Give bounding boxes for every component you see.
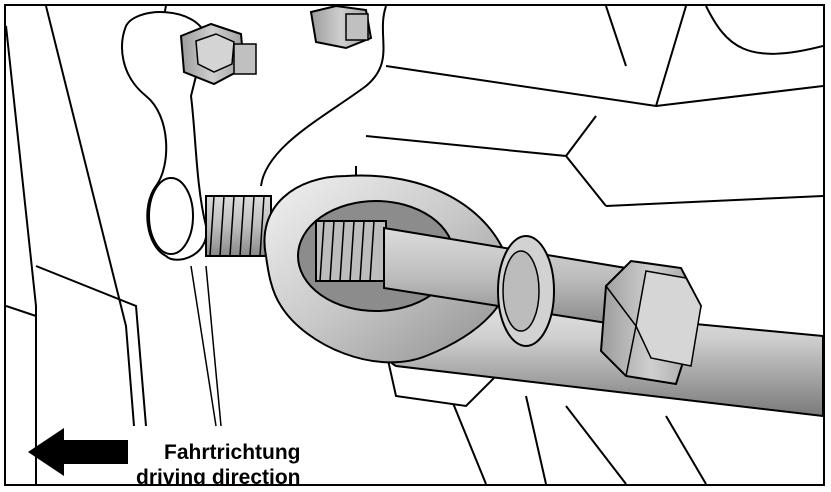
driving-direction-caption: Fahrtrichtung driving direction [132, 438, 305, 486]
caption-german: Fahrtrichtung [164, 441, 301, 464]
housing-outline [6, 6, 823, 484]
tie-rod-end-illustration [6, 6, 823, 484]
caption-english: driving direction [136, 466, 301, 486]
eye-thread [315, 220, 387, 282]
upper-nut [179, 22, 257, 86]
top-right-nut [309, 6, 373, 50]
arrow-left-icon [28, 428, 128, 476]
illustration-frame: Fahrtrichtung driving direction [4, 4, 825, 486]
hex-nut [599, 259, 703, 386]
bracket-stud [148, 177, 272, 257]
washer [497, 235, 555, 347]
